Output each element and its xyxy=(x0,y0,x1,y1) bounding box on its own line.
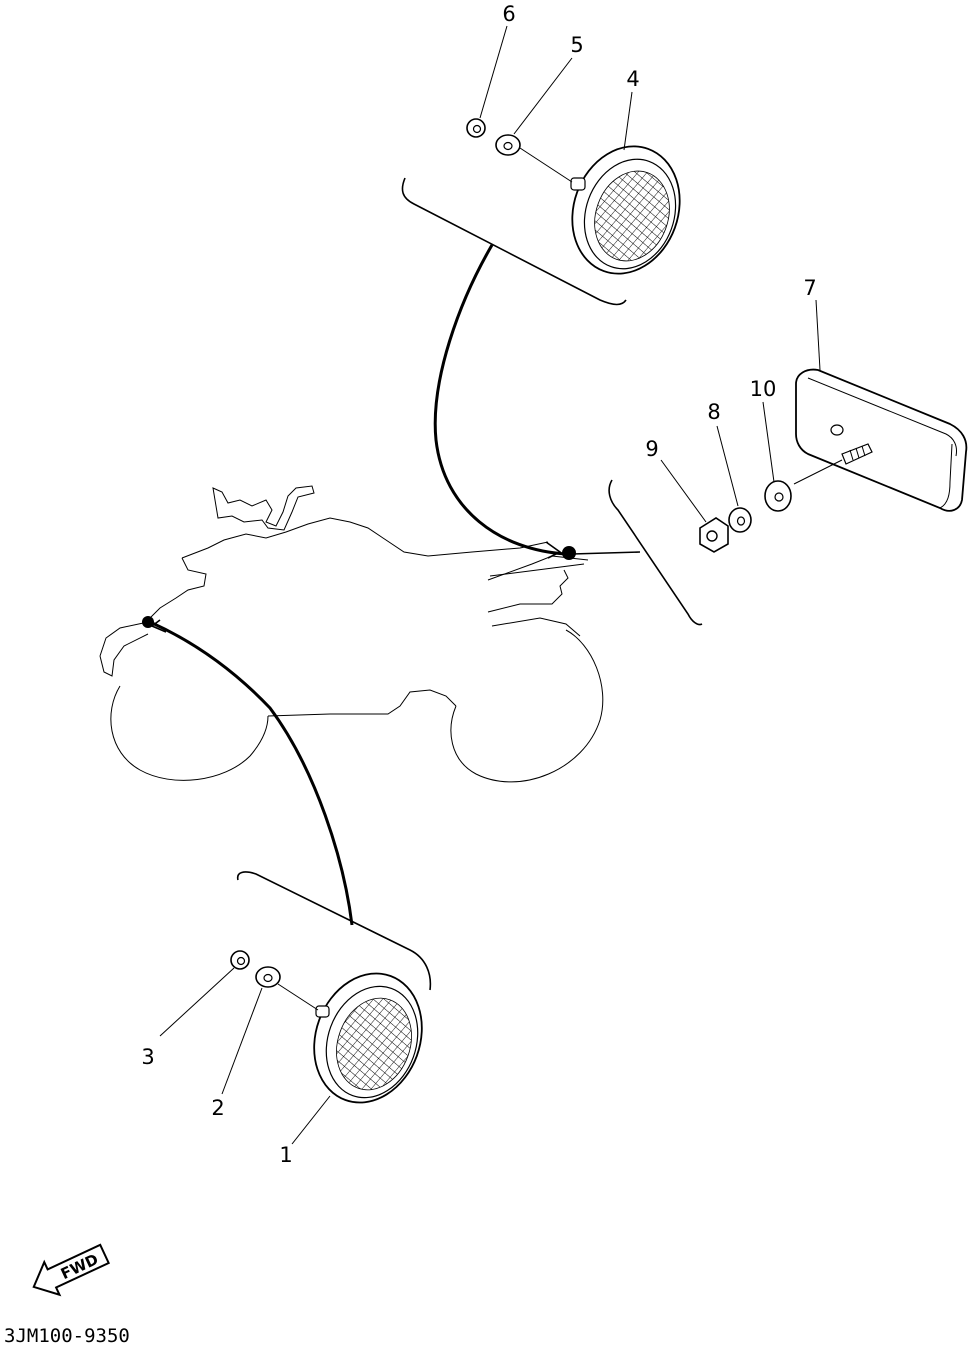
round-reflector-front xyxy=(313,972,423,1104)
lock-washer-part-8 xyxy=(728,507,752,533)
callout-3: 3 xyxy=(141,1045,154,1069)
rear-side-bracket-plate xyxy=(608,479,703,626)
callout-5: 5 xyxy=(570,33,583,57)
callout-10: 10 xyxy=(750,377,777,401)
washer-part-10 xyxy=(764,480,792,512)
callout-9: 9 xyxy=(645,437,658,461)
forward-direction-arrow: FWD xyxy=(32,1243,110,1297)
side-reflector-axis xyxy=(793,459,843,485)
front-wire-joint xyxy=(142,616,154,628)
leader-lines xyxy=(159,25,821,1145)
atv-outline xyxy=(99,485,604,783)
rear-reflector-axis xyxy=(519,147,573,183)
rear-reflector-wire xyxy=(433,244,567,556)
front-wire-arrow xyxy=(150,619,167,633)
front-reflector-wire xyxy=(149,620,354,926)
callout-4: 4 xyxy=(626,67,639,91)
front-reflector-axis xyxy=(277,983,319,1011)
callout-7: 7 xyxy=(803,276,816,300)
lock-washer-part-3 xyxy=(230,950,250,970)
washer-part-2 xyxy=(255,966,281,988)
rear-wire-joint xyxy=(562,546,576,560)
callout-6: 6 xyxy=(502,2,515,26)
callout-2: 2 xyxy=(211,1096,224,1120)
rear-wire-arrow xyxy=(545,541,562,559)
round-reflector-rear xyxy=(570,145,681,275)
front-bracket-plate xyxy=(236,871,432,991)
washer-part-5 xyxy=(495,134,521,156)
diagram-part-number: 3JM100-9350 xyxy=(4,1325,130,1347)
rectangular-reflector-part-7 xyxy=(795,368,968,512)
callout-1: 1 xyxy=(279,1143,292,1167)
callout-8: 8 xyxy=(707,400,720,424)
nut-part-9 xyxy=(699,517,729,553)
rear-upper-bracket-plate xyxy=(401,177,627,306)
lock-washer-part-6 xyxy=(466,118,486,138)
rear-side-wire xyxy=(571,551,641,555)
